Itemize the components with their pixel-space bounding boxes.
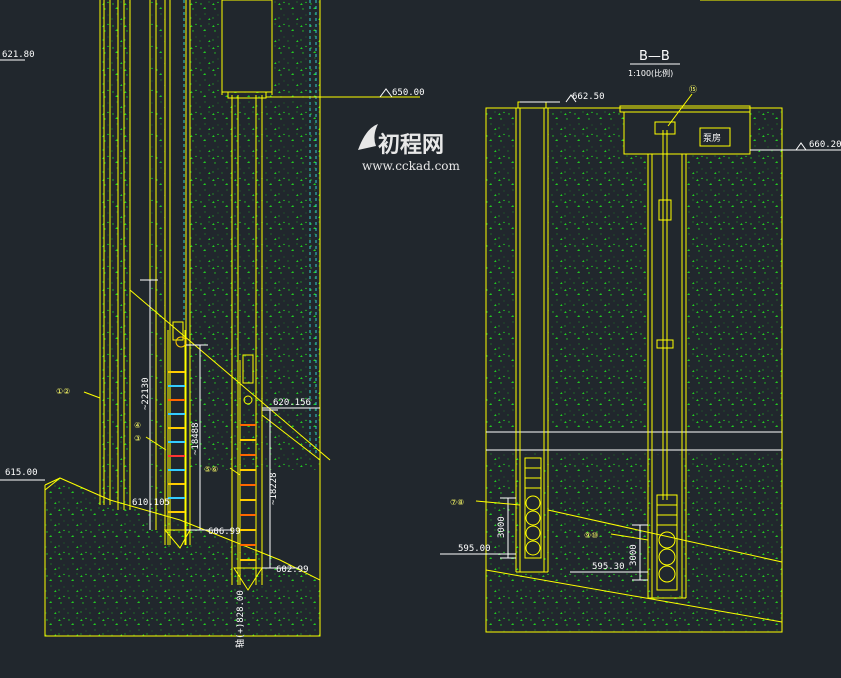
- left-valve-b-node: [243, 395, 253, 405]
- left-dim-1: ~22130: [141, 377, 151, 410]
- left-concrete-strip-b: [150, 0, 165, 520]
- left-level-615-text: 615.00: [5, 468, 38, 478]
- right-shaft-walls: [515, 108, 687, 599]
- right-chamber-void: [624, 110, 750, 154]
- left-valve-a: [172, 321, 184, 341]
- right-level-595-text: 595.00: [458, 544, 491, 554]
- right-dim-left: 3000: [497, 516, 507, 538]
- right-marker-7-8: ⑦⑧: [450, 498, 464, 507]
- right-marker-leaders: [475, 93, 693, 541]
- left-elevation-view: 621.80 650.00 620.156 615.00 606.99 602.…: [0, 0, 425, 648]
- right-pump-room: [623, 111, 751, 155]
- right-section-title: B—B: [639, 49, 670, 64]
- left-level-620-text: 620.156: [273, 398, 311, 408]
- left-dimension-lines: [140, 279, 298, 569]
- left-slope-lines: [44, 289, 331, 486]
- watermark-brand: 初程网: [378, 132, 444, 158]
- left-marker-leaders: [83, 391, 241, 476]
- right-level-mark-right: [795, 142, 807, 151]
- left-shaft-lines: [99, 0, 273, 585]
- right-concrete-mid: [548, 108, 648, 432]
- left-bottom-b-text: 602.99: [276, 565, 309, 575]
- left-upper-chamber: [221, 0, 273, 93]
- left-ladder-b-foot: [233, 567, 263, 591]
- right-concrete-left: [486, 108, 516, 432]
- right-pump-room-label-box: [699, 127, 731, 147]
- watermark-logo-mark: [358, 124, 378, 150]
- left-dim-2: ~18488: [191, 422, 201, 455]
- right-level-top-text: 662.50: [572, 92, 605, 102]
- left-marker-5-6: ⑤⑥: [204, 465, 218, 474]
- left-marker-1-2: ①②: [56, 387, 70, 396]
- right-dimension-lines: [500, 497, 648, 581]
- right-marker-9-10: ⑨⑩: [584, 531, 598, 540]
- left-bottom-a-text: 606.99: [208, 527, 241, 537]
- right-level-mark-top: [565, 94, 577, 103]
- right-roof-cap-left: [517, 101, 547, 109]
- left-level-650-text: 650.00: [392, 88, 425, 98]
- right-room-label: 泵房: [703, 132, 721, 144]
- right-level-right-text: 660.20: [809, 140, 841, 150]
- left-marker-3: ③: [134, 434, 141, 443]
- right-marker-15: ⑮: [689, 85, 697, 94]
- left-ladder-a: [167, 330, 186, 545]
- left-bottom-c-text: 610.105: [132, 498, 170, 508]
- left-valve-a-node: [175, 336, 187, 348]
- right-section-view: B—B 1:100(比例) 662.50 660.20 595.00 595.3…: [440, 49, 841, 633]
- left-level-mark-650: [379, 88, 393, 98]
- right-pump-column: [654, 121, 676, 500]
- right-shaft-left-void: [520, 455, 544, 573]
- right-slope-lines: [485, 509, 783, 623]
- right-left-ladder: [524, 457, 542, 559]
- watermark: 初程网 www.cckad.com: [358, 124, 461, 173]
- right-level-595b-text: 595.30: [592, 562, 625, 572]
- right-dim-right: 3000: [629, 544, 639, 566]
- left-axis-note: 轴(+)828.00: [234, 590, 246, 648]
- left-marker-4: ④: [134, 421, 141, 430]
- left-valve-b: [242, 354, 254, 384]
- left-cyan-guides: [183, 0, 317, 455]
- left-ladder-b-rungs: [240, 424, 256, 561]
- left-ladder-a-foot: [163, 529, 191, 549]
- right-right-ladder: [656, 494, 678, 591]
- left-dim-3: ~18228: [269, 472, 279, 505]
- left-concrete-strip-a: [100, 0, 130, 510]
- watermark-url: www.cckad.com: [362, 159, 461, 173]
- left-top-level-text: 621.80: [2, 50, 35, 60]
- left-ladder-a-rungs: [168, 371, 185, 513]
- right-concrete-right: [686, 108, 782, 432]
- right-scale-text: 1:100(比例): [628, 68, 673, 78]
